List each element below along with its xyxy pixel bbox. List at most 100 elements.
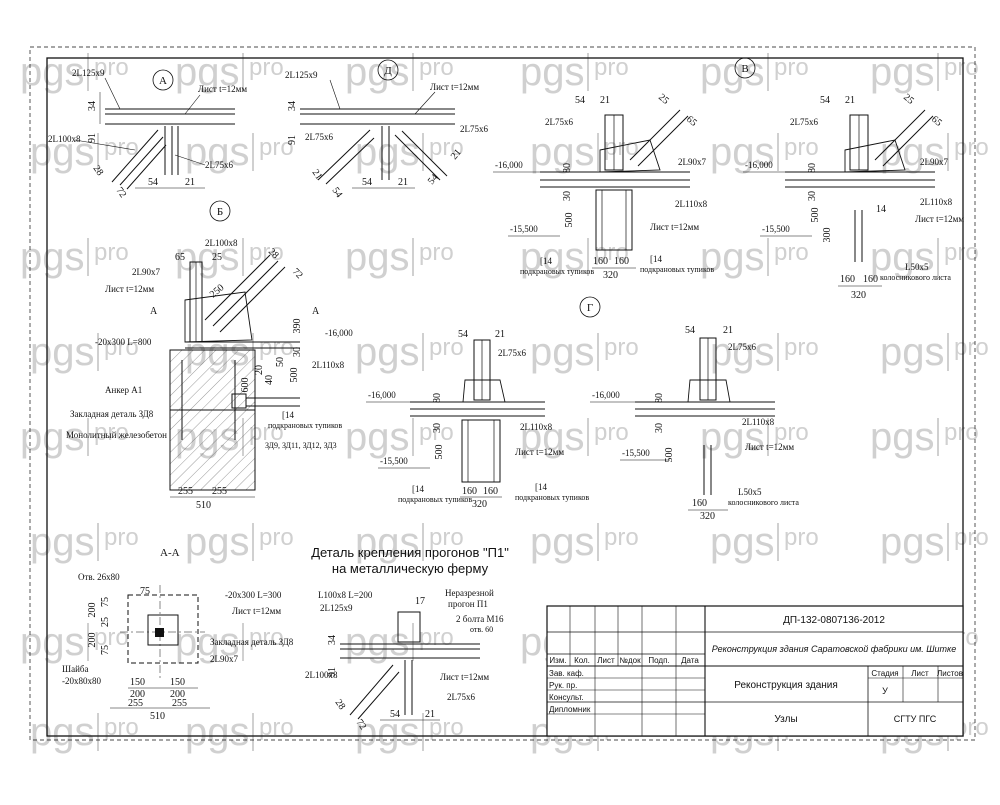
watermark-suffix: pro — [419, 419, 454, 446]
dim: 54 — [426, 172, 441, 187]
node-g-elev1: -16,000 — [368, 390, 396, 400]
title-block-project: Реконструкция здания Саратовской фабрики… — [712, 644, 957, 654]
detail-p1-title: Деталь крепления прогонов "П1" — [311, 545, 509, 560]
watermark-brand: pgs — [20, 620, 85, 664]
node-g-bottom-chord: 2L110x8 — [520, 422, 553, 432]
node-v-beam-note-left: подкрановых тупиков — [520, 267, 594, 276]
dim: 255 — [172, 698, 187, 709]
watermark-suffix: pro — [604, 334, 639, 361]
watermark-brand: pgs — [20, 415, 85, 459]
title-block-stage-value: У — [882, 686, 888, 696]
section-aa-plate: -20x300 L=300 — [225, 590, 282, 600]
watermark-brand: pgs — [870, 415, 935, 459]
node-b-embedded: Закладная деталь ЗД8 — [70, 409, 154, 419]
detail-p1-purlin: Неразрезной — [445, 588, 494, 598]
watermark-suffix: pro — [774, 239, 809, 266]
watermark-brand: pgs — [175, 620, 240, 664]
dim: 500 — [664, 448, 675, 463]
title-block-column-label: Изм. — [549, 656, 566, 665]
watermark-brand: pgs — [355, 710, 420, 754]
node-g2-plate: Лист t=12мм — [745, 442, 794, 452]
node-g: Г 54 21 2L75x6 -16,000 80 30 500 2L110x8… — [366, 296, 601, 510]
dim: 30 — [807, 191, 818, 201]
node-g2-angle-note: колосникового листа — [728, 498, 799, 507]
watermark-brand: pgs — [345, 415, 410, 459]
detail-p1-bolts: 2 болта М16 — [456, 614, 504, 624]
dim: 160 — [840, 274, 855, 285]
watermark-suffix: pro — [249, 624, 284, 651]
dim: 34 — [327, 635, 338, 645]
watermark-brand: pgs — [30, 710, 95, 754]
dim: 160 — [863, 274, 878, 285]
dim: 54 — [390, 709, 400, 720]
dim: 30 — [432, 423, 443, 433]
title-block-stage-header: Стадия — [871, 669, 898, 678]
dim: 21 — [495, 329, 505, 340]
watermark-brand: pgs — [20, 235, 85, 279]
detail-p1-purlin-name: прогон П1 — [448, 599, 488, 609]
dim: 21 — [723, 325, 733, 336]
watermark-brand: pgs — [700, 235, 765, 279]
dim: 500 — [810, 208, 821, 223]
dim: 160 — [462, 486, 477, 497]
dim: 54 — [330, 185, 345, 200]
dim: 250 — [208, 282, 227, 300]
watermark-brand: pgs — [355, 520, 420, 564]
node-b-marker: Б — [217, 206, 223, 218]
node-b-concrete: Монолитный железобетон — [66, 430, 167, 440]
watermark-brand: pgs — [30, 520, 95, 564]
node-b-plate2: -20x300 L=800 — [95, 337, 152, 347]
outer-sheet-border — [29, 46, 976, 741]
dim: 160 — [483, 486, 498, 497]
watermark-brand: pgs — [185, 520, 250, 564]
title-block-org: СГТУ ПГС — [894, 714, 937, 724]
dim: 255 — [128, 698, 143, 709]
dim: 21 — [425, 709, 435, 720]
node-b-section-mark-right: А — [312, 306, 320, 317]
dim: 150 — [130, 677, 145, 688]
watermark-brand: pgs — [185, 130, 250, 174]
node-v-beam-left: [14 — [540, 256, 552, 266]
watermark-brand: pgs — [355, 130, 420, 174]
dim: 500 — [434, 445, 445, 460]
node-g-beam-note-left: подкрановых тупиков — [398, 495, 472, 504]
dim: 80 — [654, 393, 665, 403]
watermark-suffix: pro — [944, 239, 979, 266]
dim: 54 — [148, 177, 158, 188]
node-d-diag-left: 2L75x6 — [305, 132, 333, 142]
title-block-code: ДП-132-0807136-2012 — [783, 615, 885, 626]
watermark-brand: pgs — [345, 50, 410, 94]
watermark-brand: pgs — [520, 415, 585, 459]
dim: 510 — [196, 500, 211, 511]
node-d-marker: Д — [384, 65, 392, 77]
watermark-brand: pgs — [30, 330, 95, 374]
title-block-role-label: Рук. пр. — [549, 681, 577, 690]
node-g2-elev2: -15,500 — [622, 448, 650, 458]
dim: 600 — [240, 378, 251, 393]
dim: 255 — [178, 486, 193, 497]
title-block-role-label: Консульт. — [549, 693, 584, 702]
title-block-column-label: №док — [619, 656, 641, 665]
dim: 75 — [100, 645, 111, 655]
section-aa-title: А-А — [160, 547, 180, 559]
node-v-bottom-chord: 2L110x8 — [675, 199, 708, 209]
section-aa-hole: Отв. 26x80 — [78, 572, 120, 582]
node-b-beam: [14 — [282, 410, 294, 420]
node-d-plate: Лист t=12мм — [430, 82, 479, 92]
detail-p1: L100x8 L=200 2L125x9 17 Неразрезной прог… — [305, 588, 504, 732]
dim: 34 — [287, 101, 298, 111]
dim: 200 — [87, 633, 98, 648]
detail-p1-post: 2L75x6 — [447, 692, 475, 702]
watermark-suffix: pro — [419, 239, 454, 266]
section-aa-washer: Шайба — [62, 664, 88, 674]
node-b-diag: 2L100x8 — [205, 238, 238, 248]
watermark-suffix: pro — [429, 334, 464, 361]
node-v2-angle-note: колосникового листа — [880, 273, 951, 282]
dim: 54 — [362, 177, 372, 188]
node-v-marker: В — [741, 63, 748, 75]
watermark-brand: pgs — [175, 50, 240, 94]
detail-p1-bolt-holes: отв. 60 — [470, 625, 493, 634]
dim: 390 — [292, 319, 303, 334]
